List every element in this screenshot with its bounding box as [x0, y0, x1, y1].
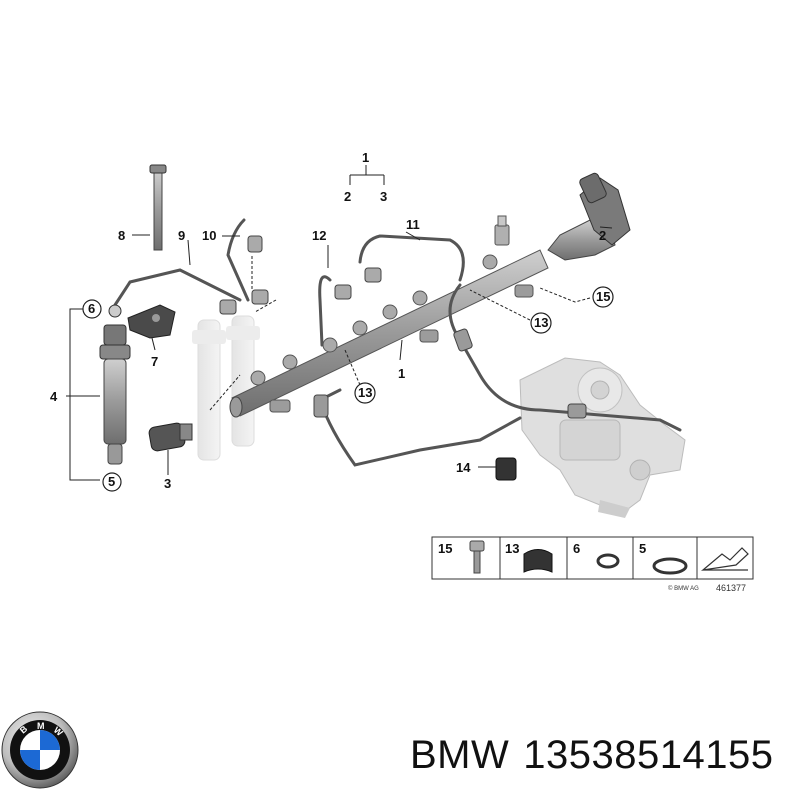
legend-num-5: 5: [639, 541, 646, 556]
direction-arrow-icon: [700, 547, 749, 571]
callout-2: 2: [599, 228, 606, 243]
oring-small-icon: [596, 553, 620, 569]
svg-text:M: M: [37, 721, 45, 731]
callout-6: 6: [88, 301, 95, 316]
fuel-lines: [113, 218, 682, 467]
fuel-rail: [229, 215, 549, 418]
callout-1: 1: [398, 366, 405, 381]
callout-8: 8: [118, 228, 125, 243]
callout-3: 3: [164, 476, 171, 491]
callout-13-b: 13: [358, 385, 372, 400]
rail-pressure-sensor: [547, 172, 631, 261]
brand-name: BMW: [410, 733, 510, 777]
callout-10: 10: [202, 228, 216, 243]
bmw-logo: B M W: [1, 711, 79, 789]
callout-15: 15: [596, 289, 610, 304]
svg-text:B: B: [18, 723, 30, 735]
parts-legend: 15 13 6 5 © BMW AG 461377: [431, 536, 754, 593]
callout-3-top: 3: [380, 189, 387, 204]
grommet-icon: [523, 549, 553, 573]
legend-num-15: 15: [438, 541, 452, 556]
callout-2-top: 2: [344, 189, 351, 204]
ghost-injectors: [192, 315, 260, 461]
legend-ref-number: 461377: [716, 583, 746, 593]
injector-bolt: [149, 164, 167, 251]
bolt-icon: [469, 540, 485, 574]
callout-7: 7: [151, 354, 158, 369]
callout-13-a: 13: [534, 315, 548, 330]
leader-lines: [66, 165, 613, 481]
callout-1-top: 1: [362, 150, 369, 165]
callout-4: 4: [50, 389, 58, 404]
callout-12: 12: [312, 228, 326, 243]
sensor-3: [148, 422, 193, 452]
fuel-injector: [99, 304, 131, 465]
legend-copyright: © BMW AG: [668, 585, 699, 592]
legend-num-13: 13: [505, 541, 519, 556]
callout-circles: [82, 286, 614, 492]
line-clips: [219, 235, 587, 419]
legend-num-6: 6: [573, 541, 580, 556]
high-pressure-pump: [519, 357, 686, 518]
connector-14: [495, 457, 517, 481]
callout-14: 14: [456, 460, 471, 475]
oring-large-icon: [652, 557, 688, 575]
callout-11: 11: [406, 217, 420, 232]
footer-part-label: BMW 13538514155: [410, 733, 787, 778]
injector-clamp: [127, 304, 176, 339]
part-number: 13538514155: [523, 733, 774, 777]
callout-5: 5: [108, 474, 115, 489]
callout-9: 9: [178, 228, 185, 243]
